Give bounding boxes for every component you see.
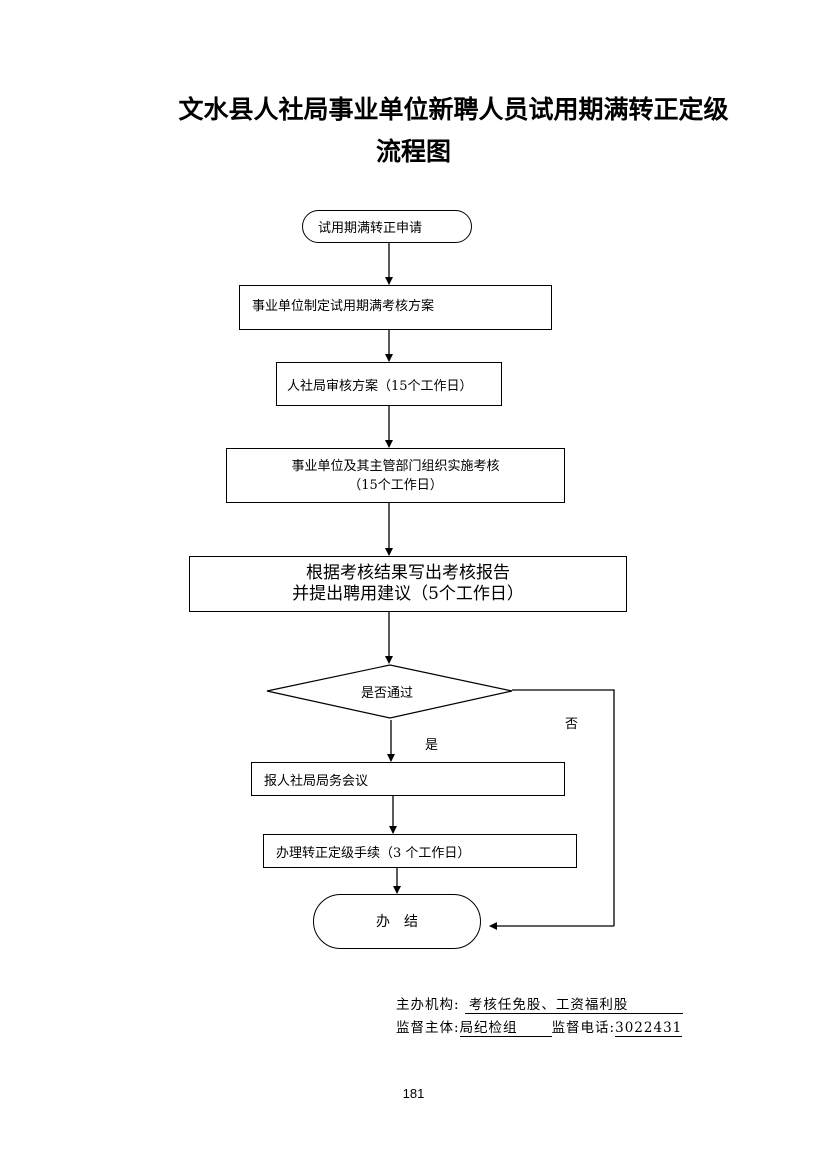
page-title-line1: 文水县人社局事业单位新聘人员试用期满转正定级 [178, 95, 729, 124]
yes-label: 是 [425, 738, 439, 753]
step-bureau-review-label: 人社局审核方案（15个工作日） [287, 378, 473, 394]
step-assessment-label-2: （15个工作日） [348, 478, 443, 493]
step-report: 根据考核结果写出考核报告 并提出聘用建议（5个工作日） [189, 556, 627, 612]
footer-supervise-label: 监督主体: [396, 1020, 460, 1036]
footer-host-label: 主办机构: [396, 997, 460, 1013]
footer-host: 主办机构: 考核任免股、工资福利股 [396, 993, 683, 1014]
footer-phone-value: 3022431 [615, 1020, 683, 1037]
step-unit-plan: 事业单位制定试用期满考核方案 [239, 285, 552, 330]
decision-label: 是否通过 [361, 686, 414, 701]
step-unit-plan-label: 事业单位制定试用期满考核方案 [252, 299, 435, 314]
footer-phone-label: 监督电话: [551, 1020, 616, 1036]
end-node: 办 结 [313, 894, 481, 949]
no-branch-line [512, 689, 615, 926]
decision-diamond [266, 664, 513, 719]
step-regularization: 办理转正定级手续（3 个工作日） [263, 834, 577, 868]
step-report-label-1: 根据考核结果写出考核报告 [306, 563, 510, 583]
page-number: 181 [402, 1086, 425, 1101]
step-report-label-2: 并提出聘用建议（5个工作日） [292, 584, 524, 604]
step-assessment: 事业单位及其主管部门组织实施考核 （15个工作日） [226, 448, 565, 503]
step-regularization-label: 办理转正定级手续（3 个工作日） [276, 845, 471, 861]
start-node-label: 试用期满转正申请 [318, 221, 423, 236]
no-label: 否 [565, 717, 579, 732]
page-title-line2: 流程图 [375, 137, 451, 166]
footer-supervise: 监督主体:局纪检组监督电话:3022431 [396, 1016, 683, 1037]
step-bureau-meeting: 报人社局局务会议 [251, 762, 565, 796]
step-bureau-meeting-label: 报人社局局务会议 [264, 773, 369, 789]
end-node-label: 办 结 [376, 914, 418, 930]
footer-host-value: 考核任免股、工资福利股 [464, 997, 683, 1014]
footer-supervise-value: 局纪检组 [459, 1020, 552, 1037]
start-node: 试用期满转正申请 [302, 210, 472, 243]
step-assessment-label-1: 事业单位及其主管部门组织实施考核 [291, 459, 500, 474]
step-bureau-review: 人社局审核方案（15个工作日） [276, 362, 502, 406]
